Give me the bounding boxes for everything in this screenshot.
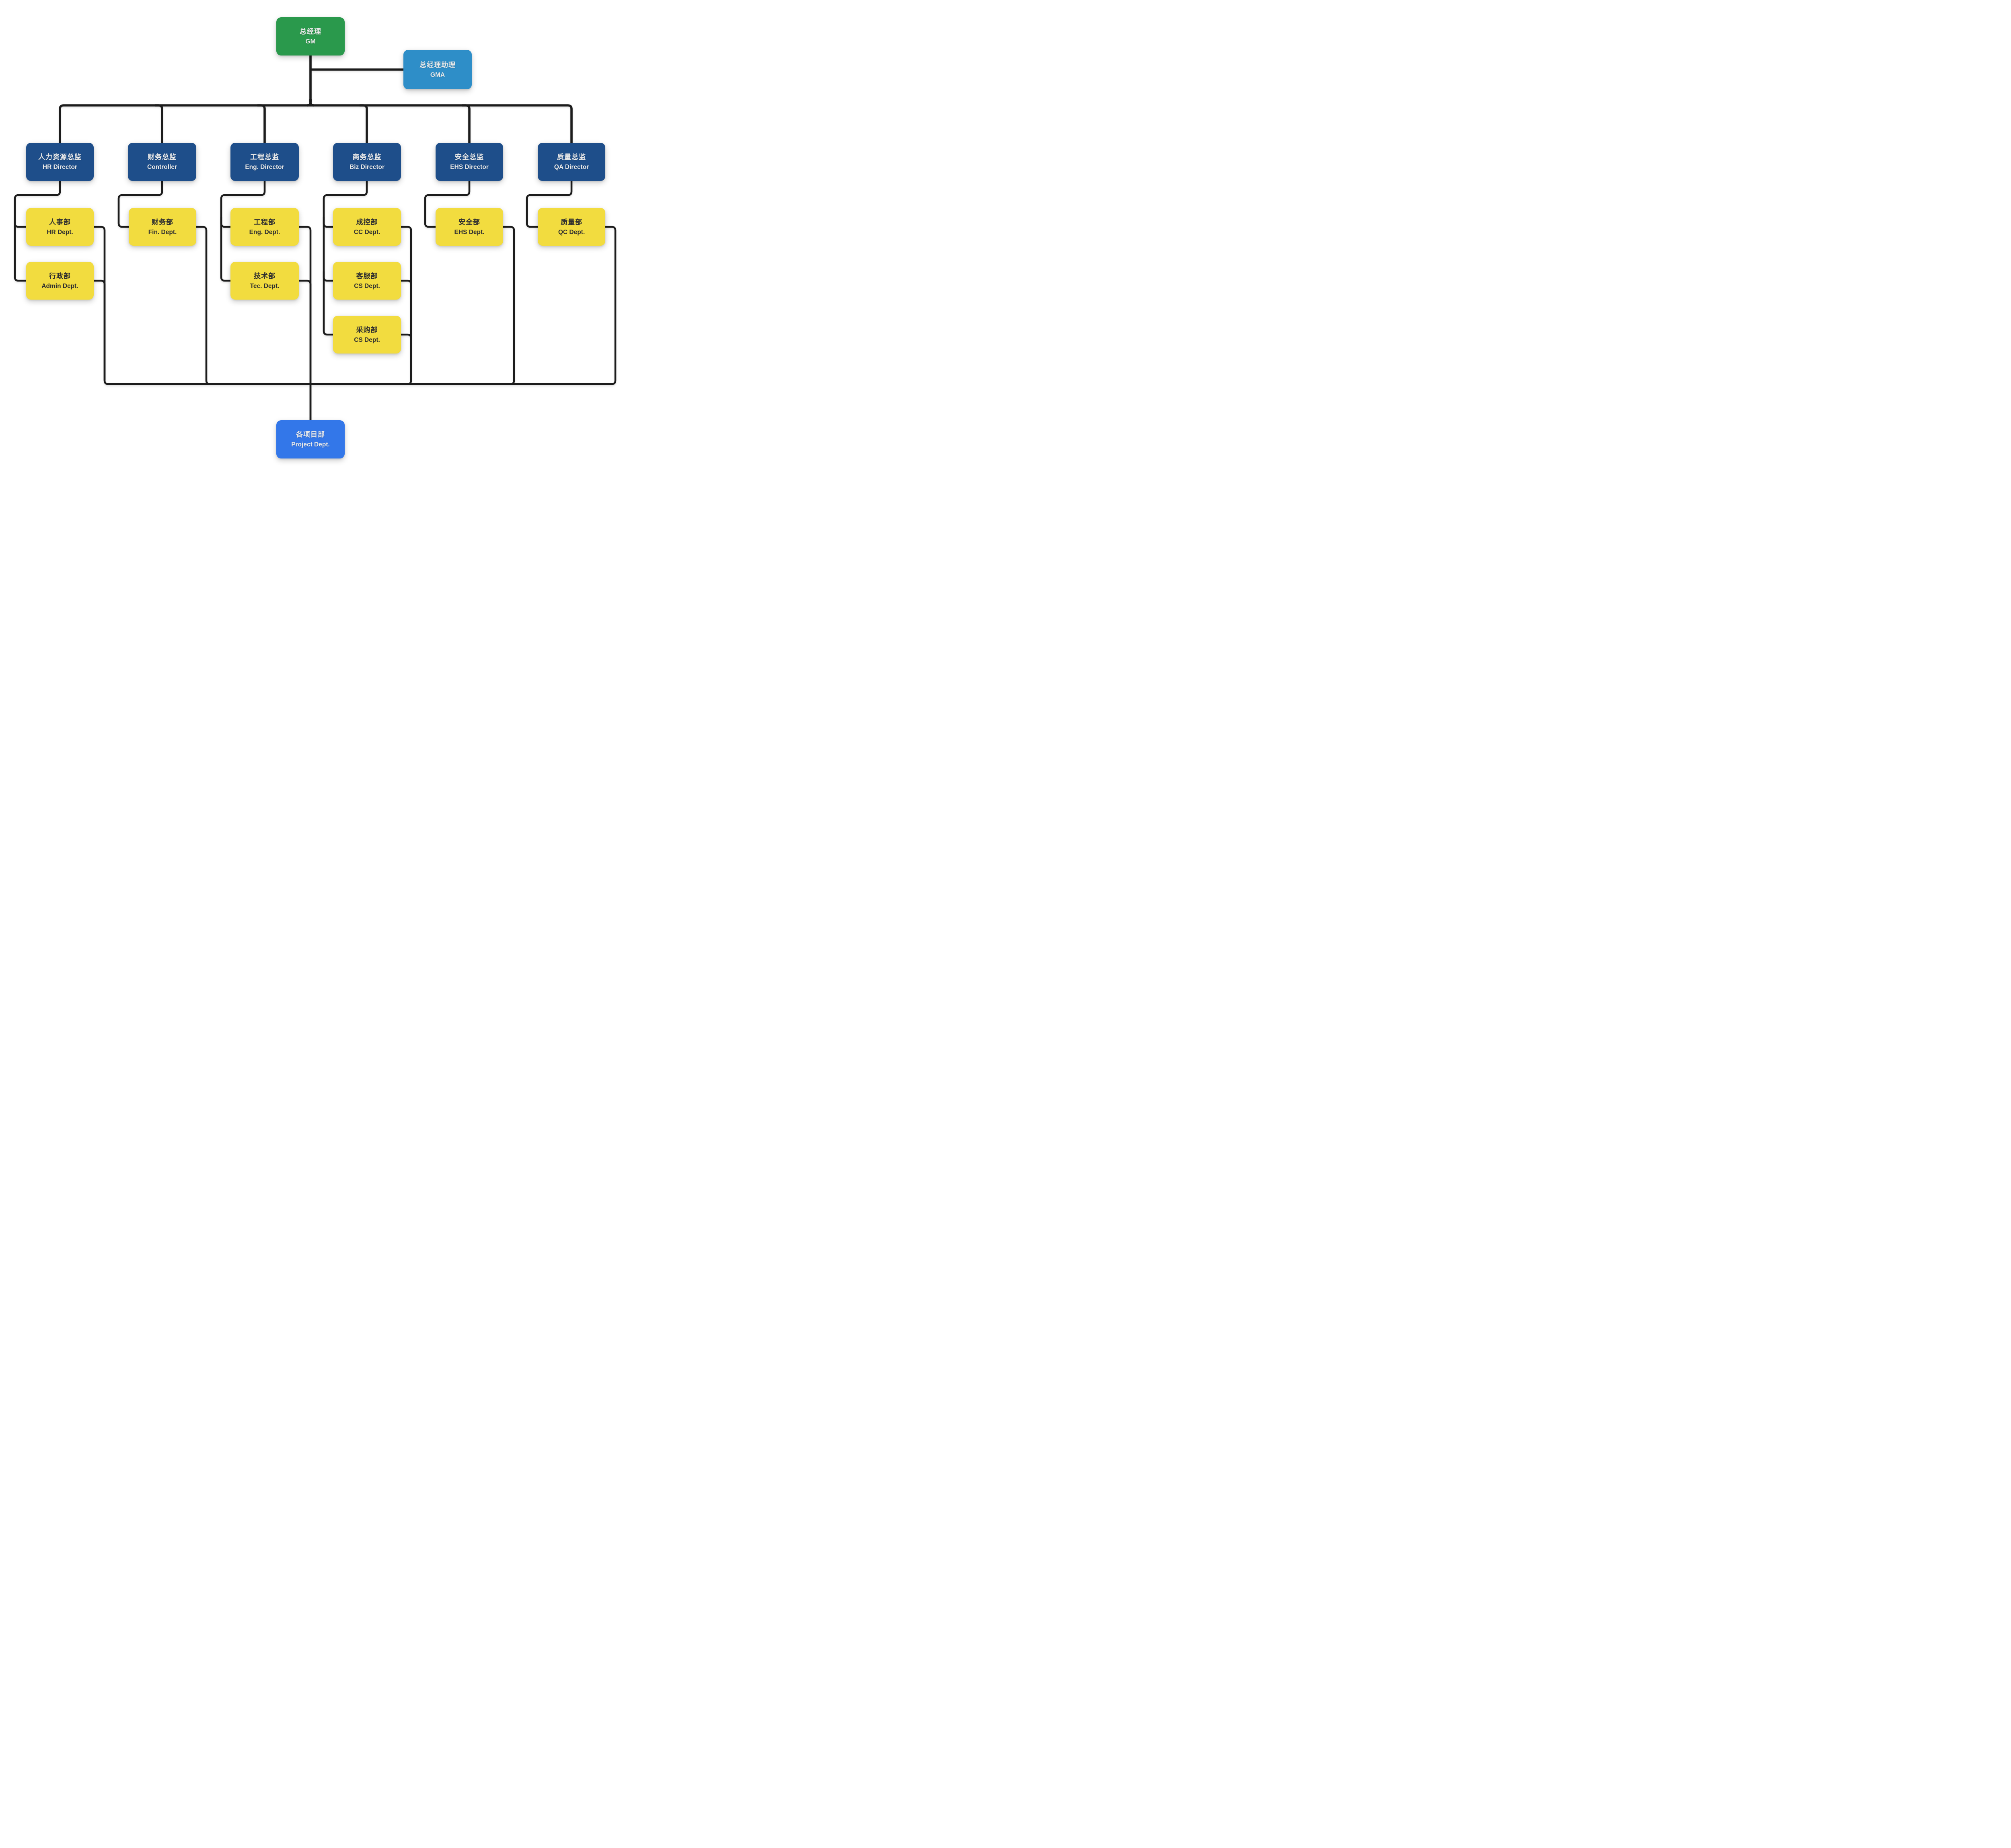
node-label-zh: 成控部 — [356, 218, 378, 226]
connector-eng-feed-1 — [220, 181, 266, 228]
node-label-en: Tec. Dept. — [250, 282, 280, 290]
org-node-ehs-director[interactable]: 安全总监 EHS Director — [436, 143, 503, 181]
org-node-biz-director[interactable]: 商务总监 Biz Director — [333, 143, 401, 181]
connector-qa-collector — [605, 226, 617, 385]
node-label-zh: 安全部 — [459, 218, 480, 226]
node-label-zh: 质量部 — [561, 218, 582, 226]
org-node-eng-director[interactable]: 工程总监 Eng. Director — [230, 143, 299, 181]
node-label-en: Eng. Director — [245, 164, 284, 171]
node-label-en: CC Dept. — [354, 228, 380, 236]
node-label-en: Project Dept. — [291, 441, 330, 448]
connector-eng-collector-2 — [299, 280, 312, 420]
connector-hr-feed-2 — [14, 217, 26, 282]
node-label-zh: 人力资源总监 — [38, 153, 82, 161]
node-label-en: GM — [305, 38, 316, 45]
node-label-en: CS Dept. — [354, 282, 380, 290]
node-label-en: Eng. Dept. — [249, 228, 280, 236]
connector-layer — [14, 56, 617, 420]
node-label-en: EHS Director — [450, 164, 489, 171]
node-label-en: Admin Dept. — [41, 282, 78, 290]
org-node-ehs-dept[interactable]: 安全部 EHS Dept. — [436, 208, 503, 246]
connector-biz-collector-1 — [401, 226, 412, 385]
connector-biz-collector-2 — [401, 280, 412, 380]
org-node-controller[interactable]: 财务总监 Controller — [128, 143, 196, 181]
node-label-zh: 行政部 — [49, 272, 71, 280]
node-label-zh: 人事部 — [49, 218, 71, 226]
node-label-zh: 财务总监 — [148, 153, 177, 161]
org-node-hr-dept[interactable]: 人事部 HR Dept. — [26, 208, 94, 246]
connector-top-tee-biz — [360, 104, 368, 143]
connector-hr-collector-2 — [94, 280, 106, 380]
node-label-zh: 总经理助理 — [419, 61, 456, 69]
connector-eng-collector-1 — [299, 226, 312, 420]
connector-top-bus — [59, 104, 573, 143]
connector-top-tee-controller — [155, 104, 163, 143]
org-node-admin-dept[interactable]: 行政部 Admin Dept. — [26, 262, 94, 300]
node-label-zh: 技术部 — [254, 272, 276, 280]
connector-top-tee-eng — [257, 104, 266, 143]
node-label-zh: 质量总监 — [557, 153, 586, 161]
connector-top-tee-ehs — [462, 104, 471, 143]
org-node-fin-dept[interactable]: 财务部 Fin. Dept. — [129, 208, 196, 246]
org-node-hr-director[interactable]: 人力资源总监 HR Director — [26, 143, 94, 181]
org-node-eng-dept[interactable]: 工程部 Eng. Dept. — [230, 208, 299, 246]
connector-ehs-feed — [424, 181, 471, 228]
node-label-en: QA Director — [554, 164, 589, 171]
node-label-en: EHS Dept. — [454, 228, 485, 236]
org-node-tec-dept[interactable]: 技术部 Tec. Dept. — [230, 262, 299, 300]
connector-hr-collector-1 — [94, 226, 109, 385]
org-node-qa-director[interactable]: 质量总监 QA Director — [538, 143, 605, 181]
node-label-zh: 财务部 — [152, 218, 173, 226]
org-node-gm[interactable]: 总经理 GM — [276, 17, 345, 56]
node-label-en: CS Dept. — [354, 336, 380, 343]
node-label-en: HR Director — [42, 164, 78, 171]
connector-controller-feed — [117, 181, 163, 228]
node-label-en: Controller — [147, 164, 177, 171]
connector-controller-collector — [196, 226, 210, 385]
node-label-zh: 商务总监 — [352, 153, 382, 161]
org-node-gma[interactable]: 总经理助理 GMA — [403, 50, 472, 89]
org-node-cc-dept[interactable]: 成控部 CC Dept. — [333, 208, 401, 246]
node-label-zh: 总经理 — [300, 28, 321, 35]
node-label-zh: 采购部 — [356, 326, 378, 334]
connector-hr-feed-1 — [14, 181, 61, 228]
connector-qa-feed — [526, 181, 573, 228]
connector-biz-feed-3 — [323, 271, 333, 336]
org-node-qc-dept[interactable]: 质量部 QC Dept. — [538, 208, 605, 246]
connector-ehs-collector — [503, 226, 515, 385]
node-label-en: HR Dept. — [47, 228, 73, 236]
connector-eng-feed-2 — [220, 217, 230, 282]
connector-biz-feed-1 — [323, 181, 368, 228]
node-label-en: GMA — [430, 71, 445, 78]
node-label-zh: 安全总监 — [455, 153, 484, 161]
node-label-zh: 工程部 — [254, 218, 276, 226]
connector-biz-collector-3 — [401, 333, 412, 380]
org-node-project-dept[interactable]: 各项目部 Project Dept. — [276, 420, 345, 458]
org-chart-canvas: 总经理 GM 总经理助理 GMA 人力资源总监 HR Director 财务总监… — [0, 0, 631, 475]
node-label-zh: 工程总监 — [250, 153, 279, 161]
org-node-pur-dept[interactable]: 采购部 CS Dept. — [333, 316, 401, 354]
node-label-zh: 客服部 — [356, 272, 378, 280]
node-label-en: Biz Director — [350, 164, 385, 171]
node-label-zh: 各项目部 — [296, 431, 325, 438]
org-node-cs-dept[interactable]: 客服部 CS Dept. — [333, 262, 401, 300]
node-label-en: QC Dept. — [558, 228, 585, 236]
node-label-en: Fin. Dept. — [148, 228, 177, 236]
